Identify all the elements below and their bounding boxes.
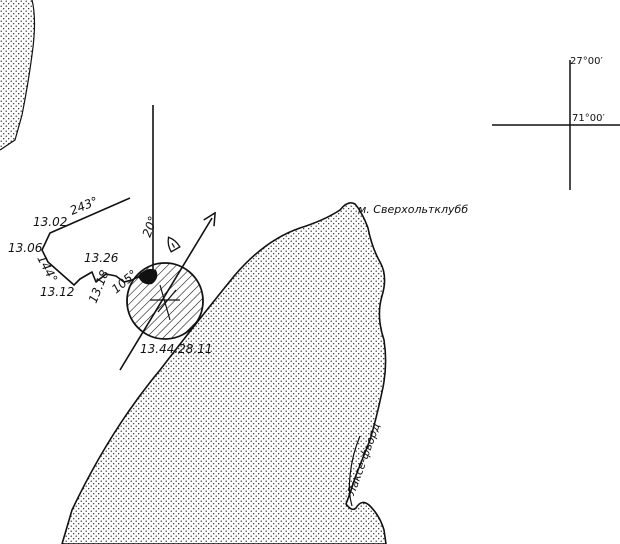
explosion-mark bbox=[150, 284, 180, 321]
grid-cross bbox=[492, 60, 620, 190]
heading-243: 243° bbox=[68, 194, 100, 218]
track-time-1326: 13.26 bbox=[84, 251, 119, 265]
longitude-label: 27°00′ bbox=[570, 56, 603, 67]
track-time-1302: 13.02 bbox=[33, 215, 67, 229]
ship-course-line bbox=[119, 218, 212, 371]
heading-20: 20° bbox=[140, 214, 160, 239]
track-time-1306: 13.06 bbox=[8, 241, 43, 255]
fjord-channel bbox=[348, 435, 361, 507]
submarine-track bbox=[41, 197, 141, 286]
track-time-1312: 13.12 bbox=[40, 285, 74, 299]
latitude-label: 71°00′ bbox=[572, 113, 605, 124]
attack-time-label: 13.44.28.11 bbox=[140, 342, 213, 356]
coastline-peninsula bbox=[61, 202, 387, 544]
island-northwest bbox=[0, 0, 35, 150]
cape-label: м. Сверхольтклубб bbox=[358, 203, 468, 216]
ship-icon bbox=[167, 236, 181, 253]
